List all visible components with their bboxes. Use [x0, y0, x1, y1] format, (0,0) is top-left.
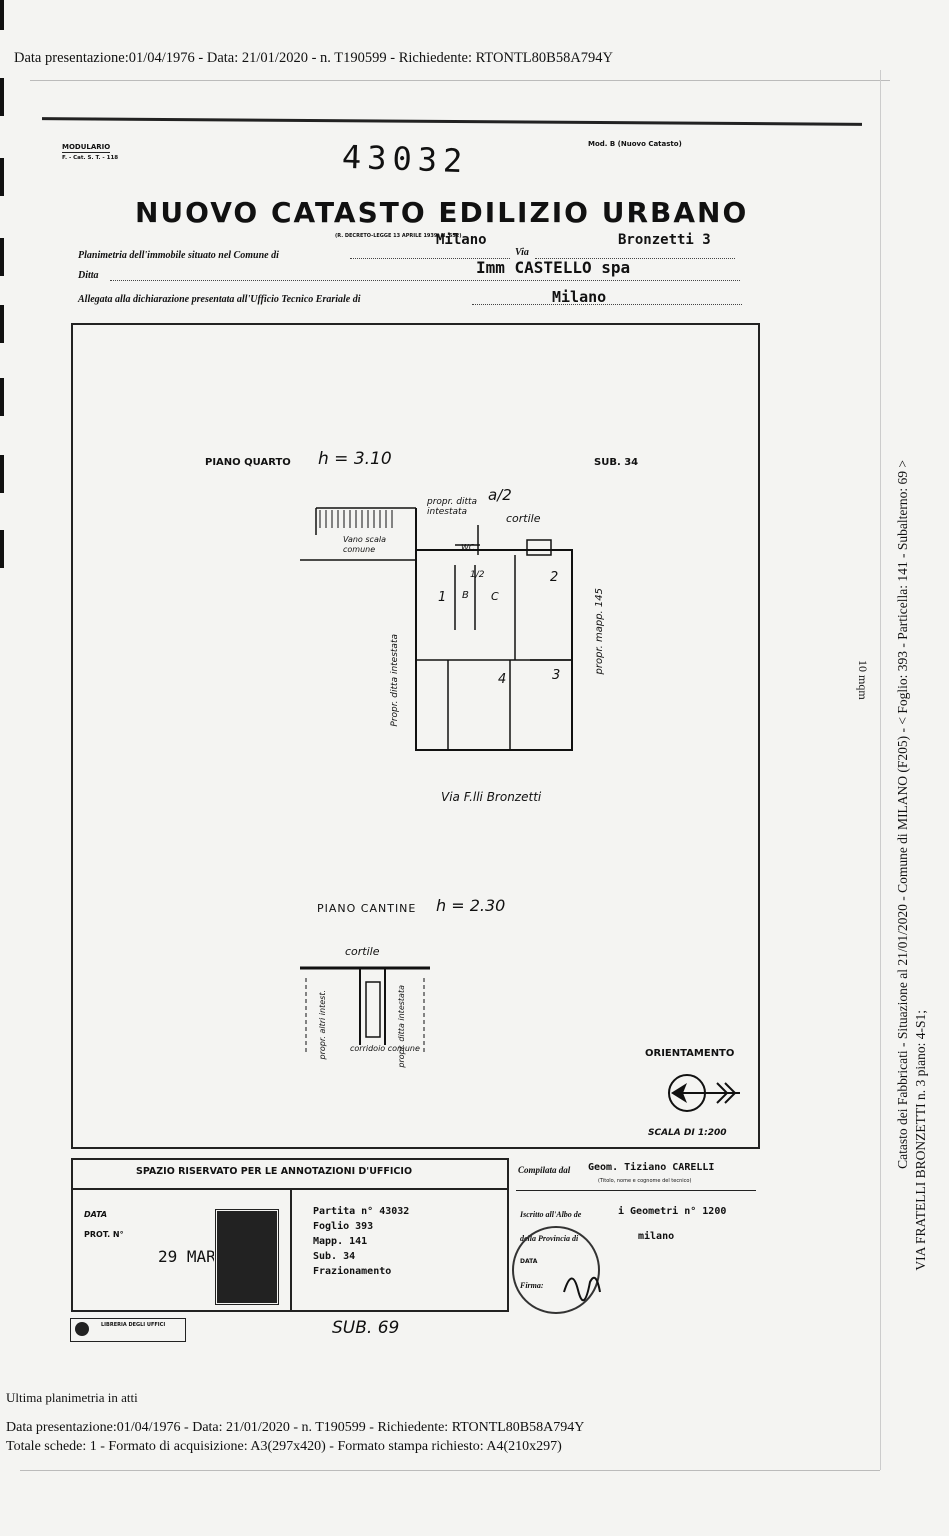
half-bath-label: 1/2 [470, 570, 485, 580]
room-c-label: C [491, 590, 499, 603]
margin-mark [0, 78, 4, 116]
allegata-value: Milano [552, 288, 607, 306]
floor-plan-cantine [300, 966, 430, 1052]
divider [290, 1190, 292, 1310]
partita: Partita n° 43032 [313, 1206, 410, 1217]
form-title: NUOVO CATASTO EDILIZIO URBANO [135, 196, 749, 229]
divider [880, 70, 881, 1470]
foglio: Foglio 393 [313, 1221, 374, 1232]
wc-label: WC [461, 543, 475, 552]
handwritten-number: 43032 [341, 137, 469, 181]
ditta-label: Ditta [78, 270, 99, 281]
room-4-label: 4 [498, 672, 507, 687]
decree-reference: (R. DECRETO-LEGGE 13 APRILE 1939, N. 652… [335, 233, 462, 239]
side-catasto-line: Catasto dei Fabbricati - Situazione al 2… [895, 460, 910, 1169]
sub-label: SUB. 34 [594, 457, 639, 468]
comune-field-line [350, 258, 510, 259]
comune-value: Milano [436, 232, 487, 248]
professional-seal [512, 1226, 600, 1314]
date-stamp: 29 MAR [158, 1247, 216, 1266]
via-value: Bronzetti 3 [618, 232, 711, 248]
mod-label: Mod. B (Nuovo Catasto) [588, 140, 682, 148]
scale-label: SCALA DI 1:200 [648, 1128, 727, 1138]
margin-mark [0, 0, 4, 30]
margin-mark [0, 158, 4, 196]
iscritto-value: i Geometri n° 1200 [618, 1206, 727, 1217]
propr-ditta-cantine: propr. ditta intestata [397, 985, 406, 1068]
room-3-label: 3 [552, 668, 561, 683]
category-a2: a/2 [488, 486, 512, 504]
data-label: DATA [84, 1210, 108, 1219]
h-quarto: h = 3.10 [318, 449, 392, 469]
compass-icon [668, 1074, 740, 1112]
modulario-label: MODULARIO [62, 143, 111, 153]
margin-mark [0, 305, 4, 343]
cortile-top-label: cortile [506, 512, 541, 525]
floor-plan-quarto [300, 507, 573, 751]
piano-quarto-label: PIANO QUARTO [205, 457, 291, 468]
iscritto-label: Iscritto all'Albo de [520, 1210, 582, 1219]
margin-mark [0, 238, 4, 276]
divider [516, 1190, 756, 1191]
divider [20, 1470, 880, 1471]
piano-cantine-label: PIANO CANTINE [317, 902, 417, 915]
annotations-box [71, 1158, 509, 1312]
prot-label: PROT. N° [84, 1230, 124, 1239]
footer-line-2: Totale schede: 1 - Formato di acquisizio… [6, 1439, 562, 1454]
side-mirrored-text: 10 mqm [856, 660, 870, 700]
cortile-cantine-label: cortile [345, 945, 380, 958]
footer-line-1: Data presentazione:01/04/1976 - Data: 21… [6, 1420, 585, 1435]
margin-mark [0, 378, 4, 416]
sub: Sub. 34 [313, 1251, 356, 1262]
compilata-label: Compilata dal [518, 1165, 571, 1175]
room-2-label: 2 [550, 570, 559, 585]
divider [30, 80, 890, 81]
signature [563, 1276, 601, 1302]
compilata-value: Geom. Tiziano CARELLI [588, 1162, 715, 1173]
propr-ditta-left: Propr. ditta intestata [390, 634, 400, 727]
orientamento-label: ORIENTAMENTO [645, 1048, 735, 1059]
propr-mapp-label: propr. mapp. 145 [594, 588, 605, 675]
libreria-text: LIBRERIA DEGLI UFFICI [101, 1322, 166, 1328]
provincia-value: milano [638, 1231, 675, 1242]
via-field-line [535, 258, 735, 259]
divider [73, 1188, 507, 1190]
ditta-field-line [110, 280, 740, 281]
modulario-code: F. - Cat. S. T. - 118 [62, 155, 119, 161]
frazionamento: Frazionamento [313, 1266, 392, 1277]
annotations-title: SPAZIO RISERVATO PER LE ANNOTAZIONI D'UF… [136, 1166, 413, 1177]
plan-frame [71, 323, 760, 1149]
compilata-sub: (Titolo, nome e cognome del tecnico) [598, 1178, 692, 1184]
partita-info: Partita n° 43032 Foglio 393 Mapp. 141 Su… [313, 1204, 409, 1279]
margin-mark [0, 530, 4, 568]
sheet-top-border [41, 117, 863, 126]
libreria-icon [75, 1322, 89, 1336]
official-stamp [214, 1208, 280, 1306]
planimetria-label: Planimetria dell'immobile situato nel Co… [78, 250, 279, 261]
street-label: Via F.lli Bronzetti [441, 790, 542, 804]
h-cantine: h = 2.30 [436, 896, 506, 915]
apartment-outline [415, 549, 573, 751]
propr-ditta-top: propr. ditta intestata [427, 497, 478, 517]
allegata-label: Allegata alla dichiarazione presentata a… [78, 294, 361, 305]
ultima-label: Ultima planimetria in atti [6, 1390, 138, 1405]
corridoio-label: corridoio comune [350, 1044, 420, 1053]
allegata-field-line [472, 304, 742, 305]
header-metadata: Data presentazione:01/04/1976 - Data: 21… [14, 50, 614, 66]
room-1-label: 1 [438, 590, 447, 605]
handwritten-sub: SUB. 69 [332, 1318, 400, 1338]
mapp: Mapp. 141 [313, 1236, 368, 1247]
propr-altri-label: propr. altri intest. [318, 990, 327, 1060]
via-label: Via [515, 247, 529, 258]
libreria-logo: LIBRERIA DEGLI UFFICI [70, 1318, 186, 1342]
vano-scala-label: Vano scala comune [343, 535, 386, 554]
room-b-label: B [462, 590, 469, 601]
ditta-value: Imm CASTELLO spa [476, 258, 631, 277]
side-address-line: VIA FRATELLI BRONZETTI n. 3 piano: 4-S1; [913, 1010, 928, 1271]
margin-mark [0, 455, 4, 493]
